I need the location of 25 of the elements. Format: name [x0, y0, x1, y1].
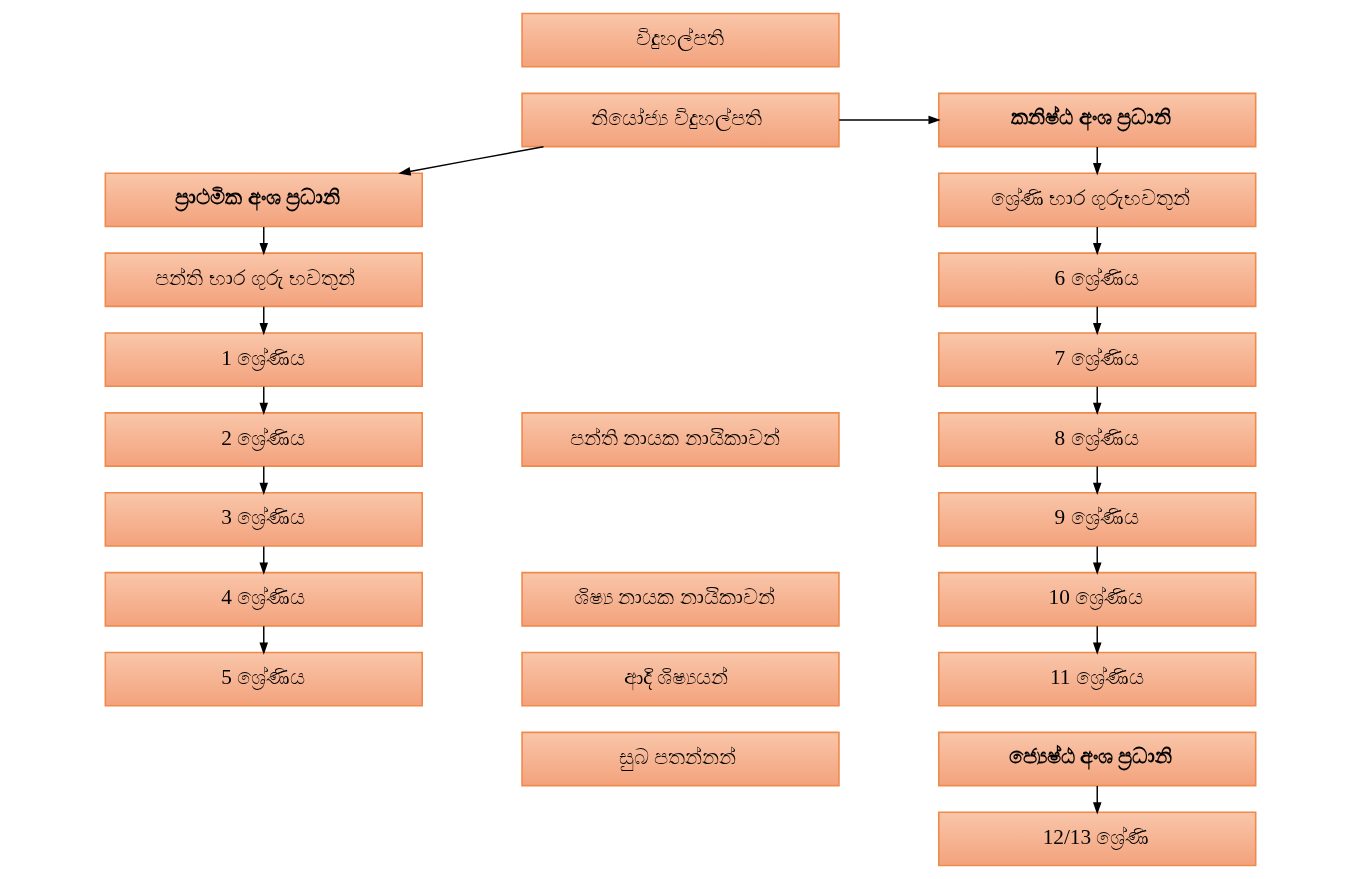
node-box: 8 ශ්‍රේණිය — [937, 412, 1256, 467]
node-box: කනිෂ්ඨ අංශ ප්‍රධානි — [937, 92, 1256, 148]
node-box: 1 ශ්‍රේණිය — [104, 332, 423, 388]
node-box: නියෝජ්‍ය විදුහල්පති — [520, 92, 840, 148]
node-box: 12/13 ශ්‍රේණි — [937, 811, 1256, 867]
node-box: 5 ශ්‍රේණිය — [104, 651, 423, 707]
node-box: 9 ශ්‍රේණිය — [937, 491, 1256, 547]
node-box: විදුහල්පති — [520, 12, 840, 68]
node-box: ශ්‍රේණි භාර ගුරුභවතුන් — [937, 172, 1256, 228]
node-box: ප්‍රාථමික අංශ ප්‍රධානි — [104, 172, 423, 228]
arrow — [838, 115, 941, 125]
arrow — [397, 145, 544, 176]
node-box: ජ්‍යෙෂ්ඨ අංශ ප්‍රධානි — [937, 731, 1256, 787]
node-box: 4 ශ්‍රේණිය — [104, 571, 423, 627]
node-box: ආදි ශිෂ්‍යයන් — [520, 651, 840, 707]
node-box: 2 ශ්‍රේණිය — [104, 412, 423, 467]
node-box: 11 ශ්‍රේණිය — [937, 651, 1256, 707]
node-box: 7 ශ්‍රේණිය — [937, 332, 1256, 388]
node-box: 3 ශ්‍රේණිය — [104, 491, 423, 547]
node-box: 6 ශ්‍රේණිය — [937, 252, 1256, 308]
node-box: සුබ පතන්නන් — [520, 731, 840, 787]
node-box: පන්ති නායක නායිකාවන් — [520, 412, 840, 467]
node-box: පන්ති භාර ගුරු භවතුන් — [104, 252, 423, 308]
node-box: 10 ශ්‍රේණිය — [937, 571, 1256, 627]
node-box: ශිෂ්‍ය නායක නායිකාවන් — [520, 571, 840, 627]
